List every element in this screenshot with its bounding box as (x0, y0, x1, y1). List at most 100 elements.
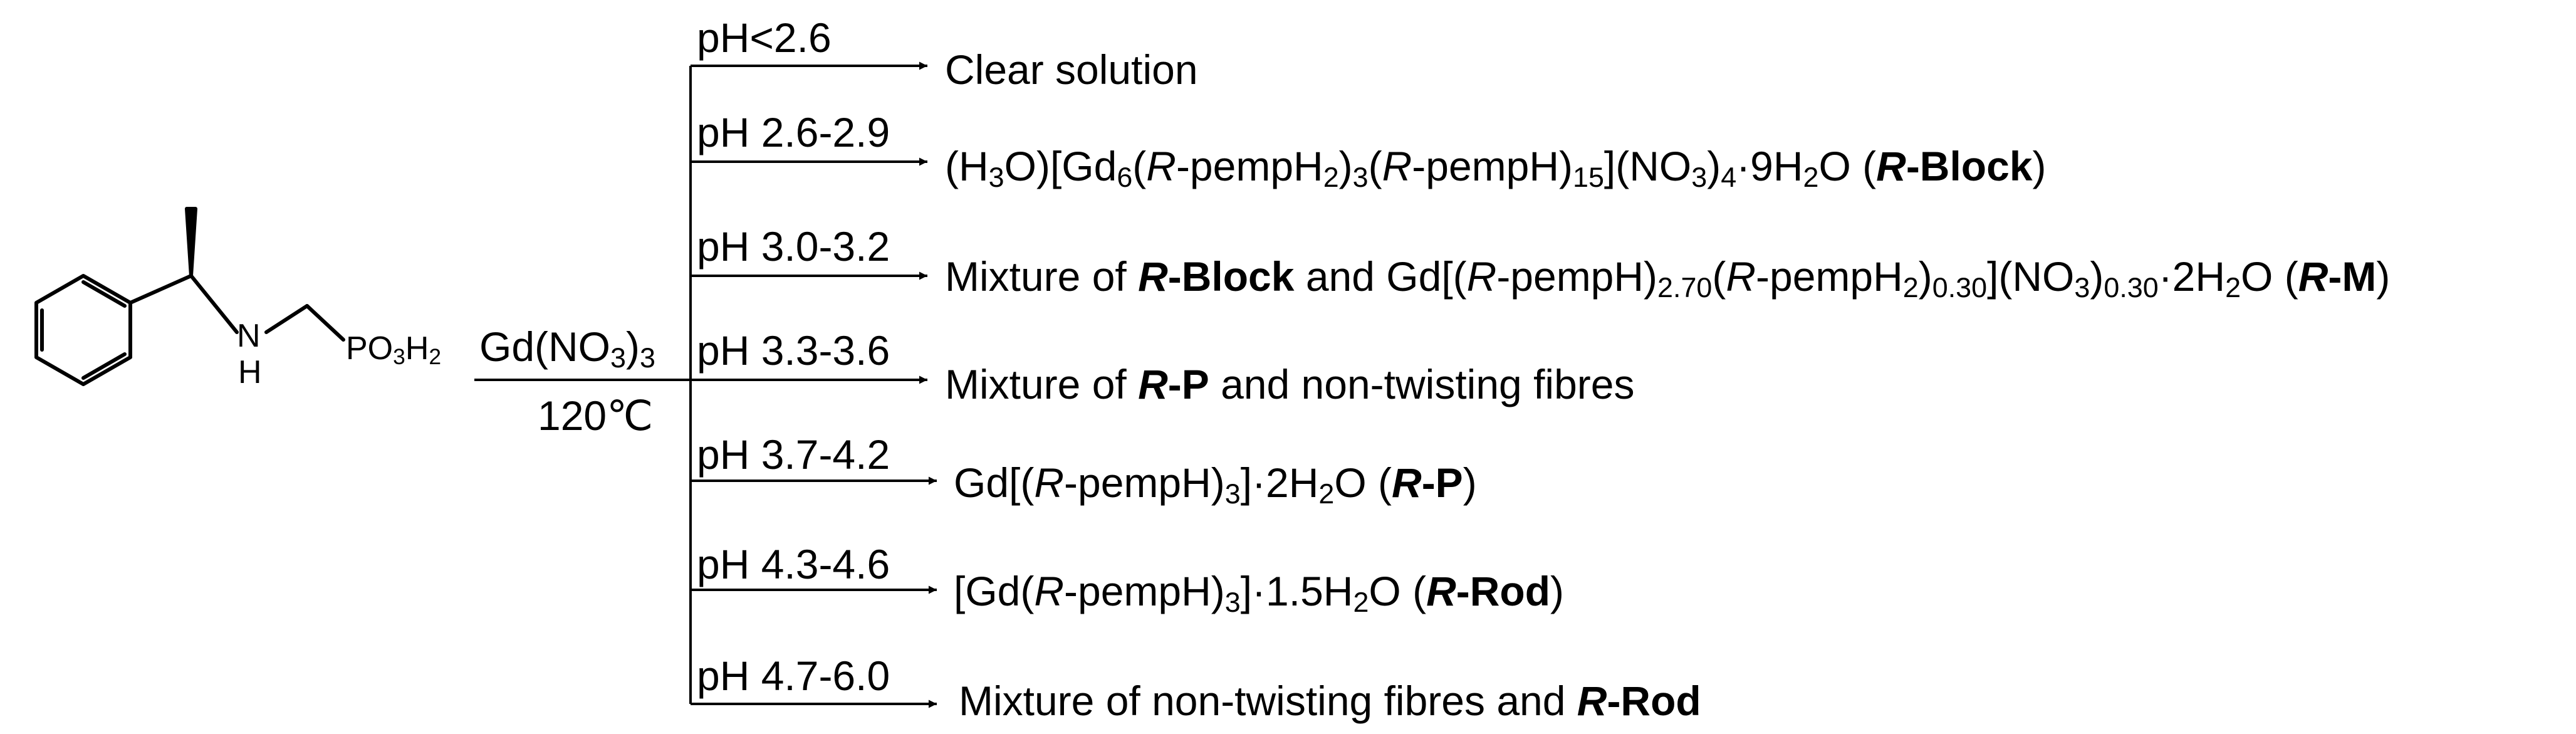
ph-label-6: pH 4.3-4.6 (697, 541, 890, 587)
product-text-run: R (1138, 361, 1168, 407)
product-text-run: ]·2H (1240, 459, 1319, 506)
product-6: [Gd(R-pempH)3]·1.5H2O (R-Rod) (954, 568, 1565, 616)
product-text-run: R (1876, 143, 1906, 189)
product-text-run: O ( (1334, 459, 1392, 506)
product-text-run: Mixture of non-twisting fibres and (959, 678, 1577, 724)
product-text-run: 3 (988, 160, 1004, 193)
ph-label-7: pH 4.7-6.0 (697, 653, 890, 699)
product-text-run: ) (2376, 253, 2391, 300)
product-text-run: 0.30 (2104, 271, 2159, 303)
ring-to-chiral-bond (128, 274, 193, 305)
product-3: Mixture of R-Block and Gd[(R-pempH)2.70(… (945, 253, 2391, 301)
atom-h-label: H (238, 354, 262, 391)
conditions-reagent: Gd(NO3)3 (479, 323, 655, 374)
product-text-run: ·9H (1736, 143, 1803, 189)
product-2: (H3O)[Gd6(R-pempH2)3(R-pempH)15](NO3)4·9… (945, 143, 2047, 191)
ph-label-4: pH 3.3-3.6 (697, 327, 890, 374)
wedge-bond (185, 207, 197, 278)
product-text-run: 6 (1117, 160, 1133, 193)
product-text-run: 3 (1224, 477, 1241, 510)
product-text-run: 3 (1691, 160, 1708, 193)
product-text-run: ) (1550, 568, 1565, 614)
product-text-run: R (2298, 253, 2328, 300)
product-text-run: R (1146, 143, 1176, 189)
n-to-ch2-bond (264, 304, 309, 334)
ph-label-5: pH 3.7-4.2 (697, 431, 890, 478)
product-text-run: Mixture of (945, 253, 1139, 300)
product-text-run: 2 (1902, 271, 1919, 303)
product-text-run: O)[Gd (1004, 143, 1117, 189)
ph-label-1: pH<2.6 (697, 14, 832, 61)
product-text-run: -pempH (1756, 253, 1903, 300)
product-text-run: O ( (1818, 143, 1877, 189)
product-text-run: 2.70 (1657, 271, 1713, 303)
product-text-run: R (1138, 253, 1168, 300)
product-text-run: 2 (1353, 585, 1369, 618)
product-text-run: -pempH) (1412, 143, 1573, 189)
product-text-run: 2 (1323, 160, 1339, 193)
product-text-run: ( (1132, 143, 1147, 189)
atom-n-label: N (237, 318, 261, 354)
product-text-run: R (1466, 253, 1497, 300)
product-text-run: ) (1463, 459, 1477, 506)
benzene-ring (34, 274, 132, 386)
product-text-run: -pempH) (1064, 568, 1225, 614)
product-text-run: R (1577, 678, 1607, 724)
product-text-run: ](NO (1603, 143, 1692, 189)
product-text-run: ) (2032, 143, 2047, 189)
conditions-temperature: 120℃ (538, 392, 654, 439)
product-text-run: Mixture of (945, 361, 1139, 407)
product-text-run: and non-twisting fibres (1209, 361, 1635, 407)
product-text-run: -pempH (1176, 143, 1323, 189)
ph-label-3: pH 3.0-3.2 (697, 223, 890, 270)
product-text-run: O ( (2241, 253, 2298, 300)
product-text-run: ](NO (1987, 253, 2075, 300)
product-text-run: -Rod (1607, 678, 1701, 724)
product-text-run: O ( (1369, 568, 1427, 614)
product-text-run: 2 (1803, 160, 1819, 193)
product-text-run: ]·1.5H (1240, 568, 1353, 614)
product-text-run: R (1426, 568, 1456, 614)
product-text-run: ( (1368, 143, 1382, 189)
chiral-to-n-bond (189, 274, 239, 334)
product-text-run: Clear solution (945, 46, 1198, 93)
product-text-run: 2 (2225, 271, 2241, 303)
product-text-run: ·2H (2158, 253, 2226, 300)
product-text-run: [Gd( (954, 568, 1035, 614)
product-text-run: R (1392, 459, 1422, 506)
product-text-run: -Rod (1456, 568, 1551, 614)
ch2-to-p-bond (305, 304, 345, 342)
product-text-run: ) (1918, 253, 1932, 300)
product-text-run: R (1382, 143, 1412, 189)
product-text-run: 2 (1318, 477, 1335, 510)
product-text-run: Gd[( (954, 459, 1035, 506)
product-text-run: R (1034, 459, 1065, 506)
product-text-run: -Block (1906, 143, 2033, 189)
product-text-run: R (1726, 253, 1756, 300)
product-text-run: 3 (1352, 160, 1369, 193)
product-text-run: ( (1712, 253, 1726, 300)
product-text-run: -Block (1167, 253, 1295, 300)
phosphonic-acid-label: PO3H2 (346, 330, 442, 369)
product-text-run: -pempH) (1064, 459, 1225, 506)
product-text-run: ) (2090, 253, 2104, 300)
product-text-run: and Gd[( (1294, 253, 1467, 300)
product-text-run: 3 (1224, 585, 1241, 618)
product-text-run: -pempH) (1496, 253, 1658, 300)
product-text-run: 15 (1573, 160, 1604, 193)
product-text-run: ) (1338, 143, 1353, 189)
product-text-run: -P (1167, 361, 1209, 407)
ph-label-2: pH 2.6-2.9 (697, 109, 890, 155)
product-text-run: -P (1421, 459, 1463, 506)
product-text-run: -M (2328, 253, 2377, 300)
product-text-run: 3 (2074, 271, 2090, 303)
product-text-run: 0.30 (1932, 271, 1988, 303)
product-text-run: R (1034, 568, 1065, 614)
product-text-run: 4 (1721, 160, 1737, 193)
product-1: Clear solution (945, 49, 1198, 90)
product-text-run: (H (945, 143, 989, 189)
product-4: Mixture of R-P and non-twisting fibres (945, 364, 1634, 405)
product-5: Gd[(R-pempH)3]·2H2O (R-P) (954, 459, 1477, 508)
product-text-run: ) (1707, 143, 1721, 189)
